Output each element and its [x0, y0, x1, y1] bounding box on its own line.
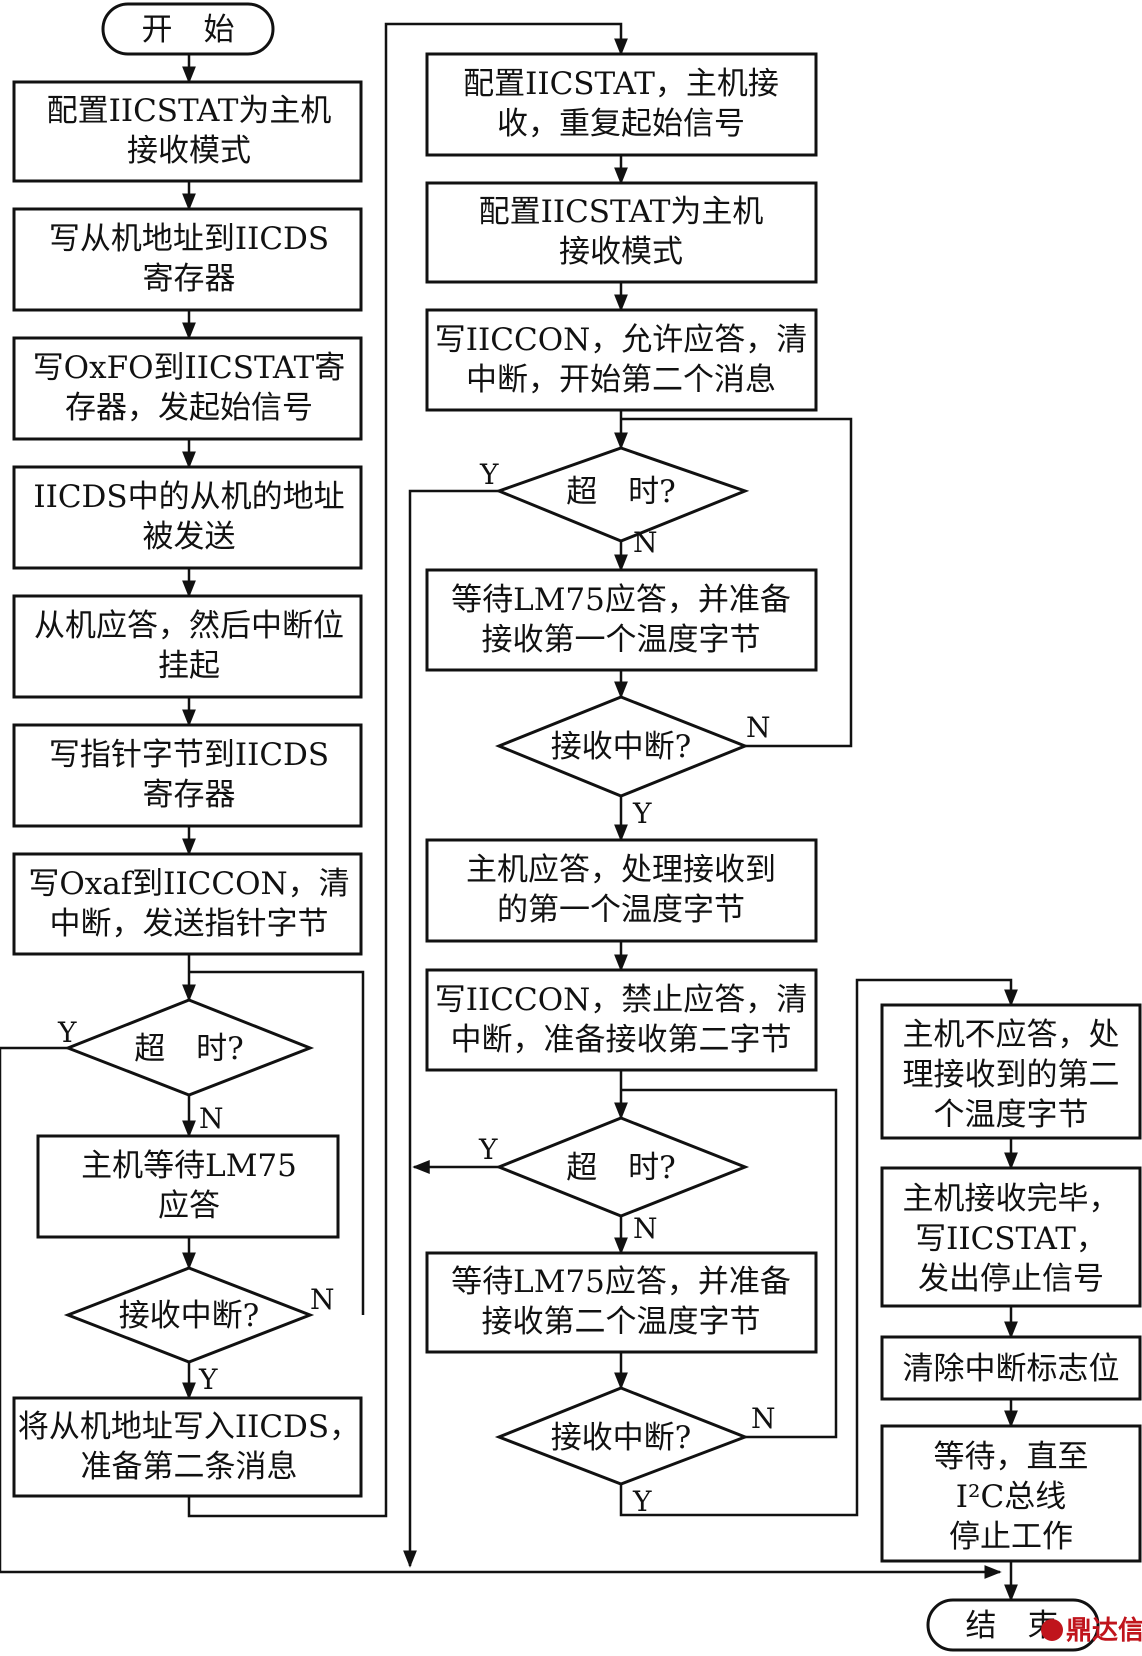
svg-text:主机应答，处理接收到: 主机应答，处理接收到 [466, 852, 776, 888]
col2-timeout1-no-label: N [633, 526, 658, 559]
svg-text:挂起: 挂起 [158, 648, 220, 684]
col2-box-wait-second-byte: 等待LM75应答，并准备 接收第二个温度字节 [425, 1251, 818, 1354]
col1-box-write-iiccon: 写Oxaf到IICCON，清 中断，发送指针字节 [12, 852, 363, 956]
col2-box-wait-first-byte: 等待LM75应答，并准备 接收第一个温度字节 [425, 568, 818, 672]
svg-text:接收中断?: 接收中断? [551, 729, 692, 765]
svg-text:应答: 应答 [158, 1188, 220, 1224]
svg-text:清除中断标志位: 清除中断标志位 [903, 1351, 1120, 1387]
svg-text:超 时?: 超 时? [134, 1031, 244, 1067]
svg-text:等待，直至: 等待，直至 [934, 1439, 1089, 1475]
col3-box-no-ack-second-byte: 主机不应答，处 理接收到的第二 个温度字节 [880, 1003, 1142, 1140]
connectors [0, 22, 1018, 1602]
svg-text:个温度字节: 个温度字节 [934, 1097, 1089, 1133]
svg-text:写Oxaf到IICCON，清: 写Oxaf到IICCON，清 [28, 866, 349, 902]
start-terminal: 开 始 [101, 2, 275, 56]
svg-text:等待LM75应答，并准备: 等待LM75应答，并准备 [451, 582, 791, 618]
svg-text:等待LM75应答，并准备: 等待LM75应答，并准备 [451, 1264, 791, 1300]
col3-box-wait-bus-stop: 等待，直至 I²C总线 停止工作 [880, 1424, 1142, 1563]
svg-text:接收模式: 接收模式 [127, 133, 251, 169]
svg-text:写IICSTAT，: 写IICSTAT， [915, 1221, 1107, 1257]
col2-interrupt2-no-label: N [751, 1402, 776, 1435]
col2-interrupt2-yes-label: Y [632, 1485, 652, 1518]
svg-text:中断，开始第二个消息: 中断，开始第二个消息 [466, 362, 776, 398]
svg-text:IICDS中的从机的地址: IICDS中的从机的地址 [33, 479, 344, 515]
col3-box-clear-interrupt: 清除中断标志位 [880, 1335, 1142, 1401]
col1-box-second-message: 将从机地址写入IICDS， 准备第二条消息 [12, 1396, 363, 1498]
watermark-seal-icon [1041, 1619, 1063, 1641]
col1-box-wait-lm75: 主机等待LM75 应答 [36, 1134, 340, 1239]
col2-interrupt1-no-label: N [746, 711, 771, 744]
svg-text:发出停止信号: 发出停止信号 [918, 1261, 1104, 1297]
col2-decision-interrupt-1: 接收中断? [495, 695, 750, 798]
svg-text:写指针字节到IICDS: 写指针字节到IICDS [49, 737, 329, 773]
watermark-text: 鼎达信 [1066, 1616, 1142, 1646]
col1-timeout-yes-label: Y [57, 1016, 77, 1049]
svg-text:理接收到的第二: 理接收到的第二 [903, 1057, 1120, 1093]
col1-interrupt-no-label: N [310, 1283, 335, 1316]
svg-text:被发送: 被发送 [143, 519, 236, 555]
svg-text:接收模式: 接收模式 [559, 234, 683, 270]
svg-text:收，重复起始信号: 收，重复起始信号 [497, 106, 745, 142]
col2-decision-timeout-1: 超 时? [494, 446, 750, 543]
col2-box-config-receive: 配置IICSTAT为主机 接收模式 [425, 181, 818, 284]
col2-box-process-first-byte: 主机应答，处理接收到 的第一个温度字节 [425, 838, 818, 943]
col2-decision-timeout-2: 超 时? [494, 1116, 750, 1218]
col1-box-write-pointer: 写指针字节到IICDS 寄存器 [12, 723, 363, 828]
svg-text:寄存器: 寄存器 [143, 777, 236, 813]
svg-text:将从机地址写入IICDS，: 将从机地址写入IICDS， [18, 1409, 360, 1445]
start-label: 开 始 [142, 12, 235, 48]
svg-text:主机接收完毕，: 主机接收完毕， [903, 1181, 1120, 1217]
svg-text:I²C总线: I²C总线 [956, 1479, 1066, 1515]
svg-text:写IICCON，禁止应答，清: 写IICCON，禁止应答，清 [435, 982, 807, 1018]
svg-text:从机应答，然后中断位: 从机应答，然后中断位 [34, 608, 344, 644]
svg-text:主机等待LM75: 主机等待LM75 [81, 1148, 297, 1184]
col2-box-disable-ack: 写IICCON，禁止应答，清 中断，准备接收第二字节 [425, 968, 818, 1072]
col1-decision-interrupt: 接收中断? [63, 1266, 315, 1364]
svg-text:配置IICSTAT，主机接: 配置IICSTAT，主机接 [463, 66, 779, 102]
svg-text:停止工作: 停止工作 [949, 1519, 1073, 1555]
col3-box-stop-signal: 主机接收完毕， 写IICSTAT， 发出停止信号 [880, 1166, 1142, 1308]
svg-text:写从机地址到IICDS: 写从机地址到IICDS [49, 221, 329, 257]
col2-interrupt1-yes-label: Y [632, 797, 652, 830]
col1-box-address-sent: IICDS中的从机的地址 被发送 [12, 465, 363, 570]
col1-timeout-no-label: N [199, 1102, 224, 1135]
svg-text:中断，准备接收第二字节: 中断，准备接收第二字节 [451, 1022, 792, 1058]
col2-timeout1-yes-label: Y [479, 458, 499, 491]
svg-text:寄存器: 寄存器 [143, 261, 236, 297]
svg-text:配置IICSTAT为主机: 配置IICSTAT为主机 [479, 194, 764, 230]
col1-box-write-slave-address: 写从机地址到IICDS 寄存器 [12, 207, 363, 312]
svg-text:接收第二个温度字节: 接收第二个温度字节 [482, 1304, 761, 1340]
col1-box-config-receive: 配置IICSTAT为主机 接收模式 [12, 80, 363, 183]
col1-interrupt-yes-label: Y [198, 1363, 218, 1396]
svg-text:的第一个温度字节: 的第一个温度字节 [497, 892, 745, 928]
watermark-logo: 鼎达信 [1041, 1616, 1142, 1646]
col2-decision-interrupt-2: 接收中断? [494, 1386, 750, 1486]
col1-box-slave-ack: 从机应答，然后中断位 挂起 [12, 594, 363, 699]
col2-timeout2-yes-label: Y [478, 1133, 498, 1166]
col1-box-write-start-signal: 写OxFO到IICSTAT寄 存器，发起始信号 [12, 336, 363, 441]
svg-text:写IICCON，允许应答，清: 写IICCON，允许应答，清 [435, 322, 807, 358]
col2-box-allow-ack: 写IICCON，允许应答，清 中断，开始第二个消息 [425, 308, 818, 412]
svg-text:接收中断?: 接收中断? [551, 1420, 692, 1456]
svg-text:配置IICSTAT为主机: 配置IICSTAT为主机 [47, 93, 332, 129]
svg-text:存器，发起始信号: 存器，发起始信号 [65, 390, 313, 426]
svg-text:超 时?: 超 时? [566, 474, 676, 510]
svg-text:中断，发送指针字节: 中断，发送指针字节 [50, 906, 329, 942]
col2-box-repeat-start: 配置IICSTAT，主机接 收，重复起始信号 [425, 52, 818, 157]
col2-timeout2-no-label: N [633, 1212, 658, 1245]
svg-text:写OxFO到IICSTAT寄: 写OxFO到IICSTAT寄 [33, 350, 346, 386]
svg-text:准备第二条消息: 准备第二条消息 [81, 1449, 298, 1485]
svg-text:超 时?: 超 时? [566, 1150, 676, 1186]
svg-text:接收第一个温度字节: 接收第一个温度字节 [482, 622, 761, 658]
svg-text:接收中断?: 接收中断? [119, 1298, 260, 1334]
svg-text:主机不应答，处: 主机不应答，处 [903, 1017, 1120, 1053]
col1-decision-timeout: 超 时? [63, 998, 315, 1097]
